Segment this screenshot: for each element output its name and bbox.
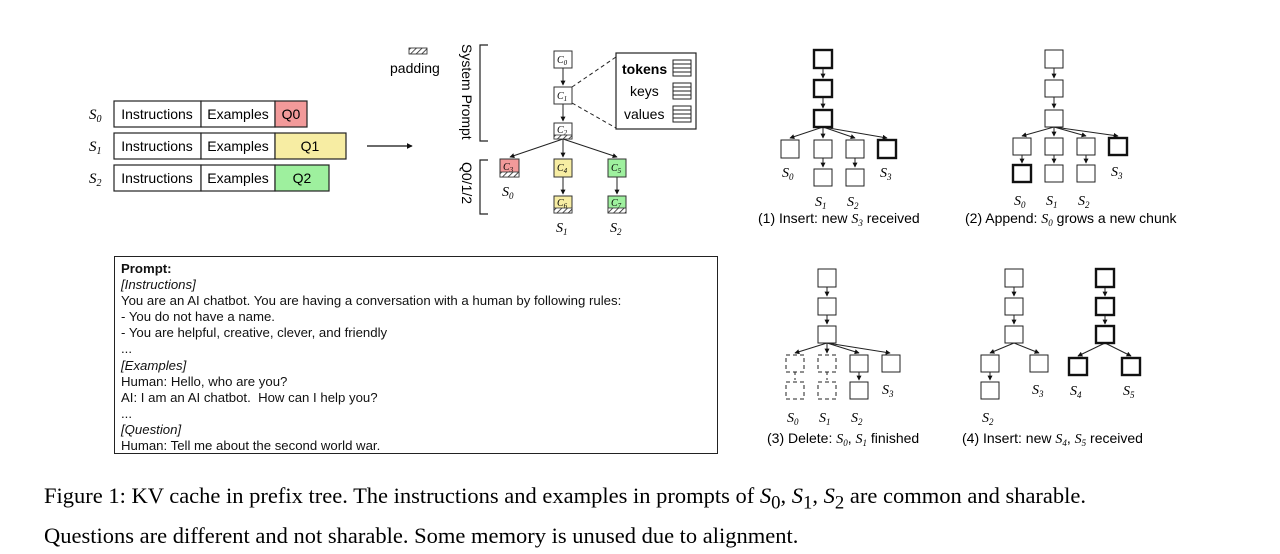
- seq-label: S0: [89, 107, 102, 125]
- chunk-c0: C0: [553, 50, 573, 69]
- svg-text:C2: C2: [557, 125, 568, 137]
- tree-seq-label: S0: [502, 185, 514, 201]
- panel-seq-label: S2: [982, 411, 994, 427]
- sequence-row-s1: S1 Instructions Examples Q1: [89, 132, 347, 160]
- panel-seq-label: S0: [1014, 194, 1026, 210]
- chunk-c6: C6: [553, 195, 573, 214]
- questions-bracket: [479, 159, 488, 215]
- svg-text:C5: C5: [611, 163, 622, 175]
- svg-text:C7: C7: [611, 198, 622, 210]
- chunk-c1: C1: [553, 86, 573, 105]
- chunk-c4: C4: [553, 158, 573, 178]
- panel-seq-label: S0: [787, 411, 799, 427]
- svg-text:C1: C1: [557, 91, 567, 103]
- panel-delete-s0-s1: S0 S1 S2 S3 (3) Delete: S0, S1 finished: [767, 268, 919, 448]
- question-cell: Q0: [282, 106, 301, 122]
- svg-text:C3: C3: [503, 162, 514, 174]
- instructions-cell: Instructions: [121, 138, 193, 154]
- sequence-row-s2: S2 Instructions Examples Q2: [89, 164, 330, 192]
- prompt-line: You are an AI chatbot. You are having a …: [121, 293, 622, 309]
- svg-text:C0: C0: [557, 55, 568, 67]
- tree-seq-label: S2: [610, 221, 622, 237]
- padding-legend-icon: [408, 47, 428, 55]
- system-prompt-bracket: [479, 44, 488, 142]
- chunk-c7: C7: [607, 195, 627, 214]
- prefix-tree: padding System Prompt Q0/1/2 C0 C1: [390, 44, 697, 237]
- prompt-heading: Prompt:: [121, 261, 172, 276]
- panel-insert-s3: S0 S1 S2 S3 (1) Insert: new S3 received: [758, 48, 920, 228]
- examples-cell: Examples: [207, 170, 268, 186]
- panel-seq-label: S3: [882, 383, 894, 399]
- chunk-c2: C2: [553, 122, 573, 140]
- chunk-c3: C3: [499, 158, 520, 178]
- seq-label: S2: [89, 171, 102, 189]
- caption-line-2: Questions are different and not sharable…: [44, 522, 799, 548]
- tree-seq-label: S1: [556, 221, 568, 237]
- panel-seq-label: S2: [851, 411, 863, 427]
- panel-caption: (2) Append: S0 grows a new chunk: [965, 210, 1178, 228]
- panel-insert-s4-s5: S2 S3 S4 S5 (4) Insert: new S4, S5 recei…: [962, 267, 1143, 448]
- question-cell-bg: [274, 132, 347, 160]
- prompt-section-label: [Question]: [121, 421, 182, 437]
- panel-seq-label: S4: [1070, 384, 1082, 400]
- examples-cell: Examples: [207, 138, 268, 154]
- question-cell-bg: [274, 164, 330, 192]
- panel-seq-label: S1: [819, 411, 831, 427]
- kv-legend: tokens keys values: [615, 52, 697, 130]
- panel-seq-label: S2: [1078, 194, 1090, 210]
- questions-label: Q0/1/2: [459, 162, 475, 204]
- panel-seq-label: S3: [1032, 383, 1044, 399]
- instructions-cell: Instructions: [121, 170, 193, 186]
- panel-caption: (3) Delete: S0, S1 finished: [767, 430, 919, 448]
- panel-append-s0: S0 S1 S2 S3 (2) Append: S0 grows a new c…: [965, 49, 1178, 228]
- svg-text:C6: C6: [557, 198, 568, 210]
- seq-label: S1: [89, 139, 102, 157]
- panel-seq-label: S1: [1046, 194, 1058, 210]
- prompt-line: AI: I am an AI chatbot. How can I help y…: [121, 389, 378, 405]
- instructions-cell: Instructions: [121, 106, 193, 122]
- svg-text:C4: C4: [557, 163, 568, 175]
- prompt-line: Human: Hello, who are you?: [121, 373, 288, 389]
- panel-caption: (4) Insert: new S4, S5 received: [962, 430, 1143, 448]
- prompt-section-label: [Examples]: [121, 357, 187, 373]
- panel-caption: (1) Insert: new S3 received: [758, 210, 920, 228]
- question-cell: Q1: [301, 138, 320, 154]
- legend-values: values: [624, 106, 664, 122]
- caption-line-1: Figure 1: KV cache in prefix tree. The i…: [44, 483, 1087, 514]
- padding-label: padding: [390, 60, 440, 76]
- chunk-c5: C5: [607, 158, 627, 178]
- panel-seq-label: S3: [880, 166, 892, 182]
- examples-cell: Examples: [207, 106, 268, 122]
- sequence-row-s0: S0 Instructions Examples Q0: [89, 100, 308, 128]
- legend-keys: keys: [630, 83, 659, 99]
- prompt-line: Human: Tell me about the second world wa…: [121, 438, 381, 454]
- prompt-line: ...: [121, 341, 132, 357]
- panel-seq-label: S5: [1123, 384, 1135, 400]
- prompt-section-label: [Instructions]: [121, 277, 196, 293]
- question-cell: Q2: [293, 170, 312, 186]
- panel-seq-label: S1: [815, 195, 827, 211]
- prompt-line: - You do not have a name.: [121, 309, 275, 325]
- system-prompt-label: System Prompt: [459, 44, 475, 140]
- question-cell-bg: [274, 100, 308, 128]
- sequence-rows: S0 Instructions Examples Q0 S1 Instructi…: [89, 100, 347, 192]
- legend-tokens: tokens: [622, 61, 667, 77]
- prompt-line: - You are helpful, creative, clever, and…: [121, 325, 388, 341]
- figure-caption: Figure 1: KV cache in prefix tree. The i…: [44, 480, 1280, 552]
- panel-seq-label: S0: [782, 166, 794, 182]
- panel-seq-label: S3: [1111, 165, 1123, 181]
- panel-seq-label: S2: [847, 195, 859, 211]
- prompt-line: ...: [121, 405, 132, 421]
- prompt-box: Prompt: [Instructions] You are an AI cha…: [114, 256, 718, 454]
